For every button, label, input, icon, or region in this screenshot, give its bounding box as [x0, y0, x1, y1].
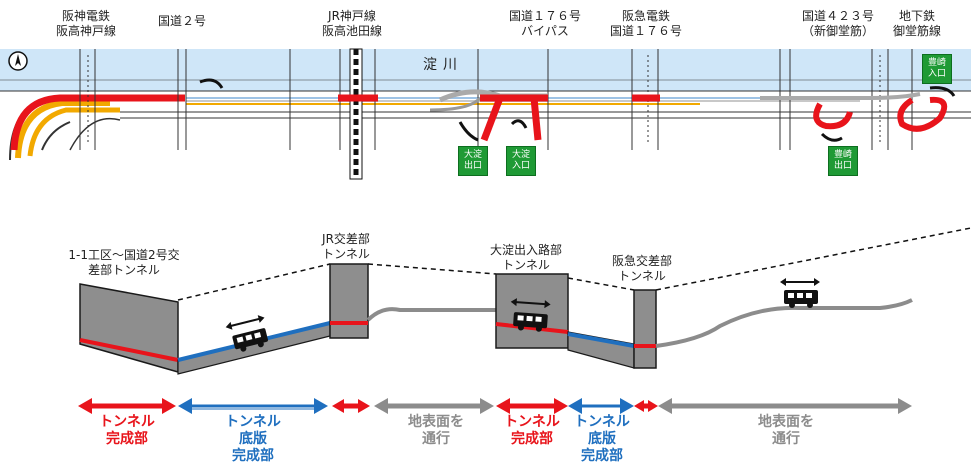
- oyodo-out-box: 大淀出口: [458, 146, 488, 176]
- jr-crossing-structure: [329, 263, 369, 339]
- river-label: 淀川: [423, 57, 463, 73]
- label-jr-crossing: JR交差部トンネル: [322, 232, 370, 261]
- legend-slab-done-1: トンネル底版完成部: [225, 414, 281, 464]
- hankyu-crossing-structure: [633, 289, 657, 369]
- label-route2: 国道２号: [157, 14, 207, 28]
- toyosaki-out-box: 豊崎出口: [828, 146, 858, 176]
- label-hankyu-crossing: 阪急交差部トンネル: [611, 254, 673, 283]
- bus-icon: [780, 278, 820, 308]
- oyodo-in-box: 大淀入口: [506, 146, 536, 176]
- legend-slab-done-2: トンネル底版完成部: [574, 414, 630, 464]
- river: [0, 49, 971, 91]
- bus-icon: [510, 298, 551, 332]
- label-route176-bypass: 国道１７６号バイパス: [508, 9, 582, 38]
- bus-icon: [225, 315, 268, 352]
- label-subway: 地下鉄御堂筋線: [892, 9, 942, 38]
- legend-surface-2: 地表面を通行: [758, 414, 814, 447]
- label-jr-line: JR神戸線阪高池田線: [321, 9, 383, 38]
- label-hankyu-line: 阪急電鉄国道１７６号: [609, 9, 683, 38]
- legend-tunnel-done-1: トンネル完成部: [99, 414, 155, 447]
- label-route423: 国道４２３号（新御堂筋）: [801, 9, 875, 38]
- oyodo-ramp-structure: [495, 273, 569, 349]
- label-hanshin-line: 阪神電鉄阪高神戸線: [55, 9, 117, 38]
- legend-surface-1: 地表面を通行: [408, 414, 464, 447]
- label-oyodo-ramp: 大淀出入路部トンネル: [489, 243, 563, 272]
- legend-tunnel-done-2: トンネル完成部: [504, 414, 560, 447]
- section-arrows: [78, 398, 912, 414]
- label-section1: 1-1工区～国道2号交差部トンネル: [68, 248, 180, 277]
- profile-view: [79, 227, 971, 375]
- toyosaki-in-box: 豊崎入口: [922, 54, 952, 84]
- plan-view: [0, 48, 971, 180]
